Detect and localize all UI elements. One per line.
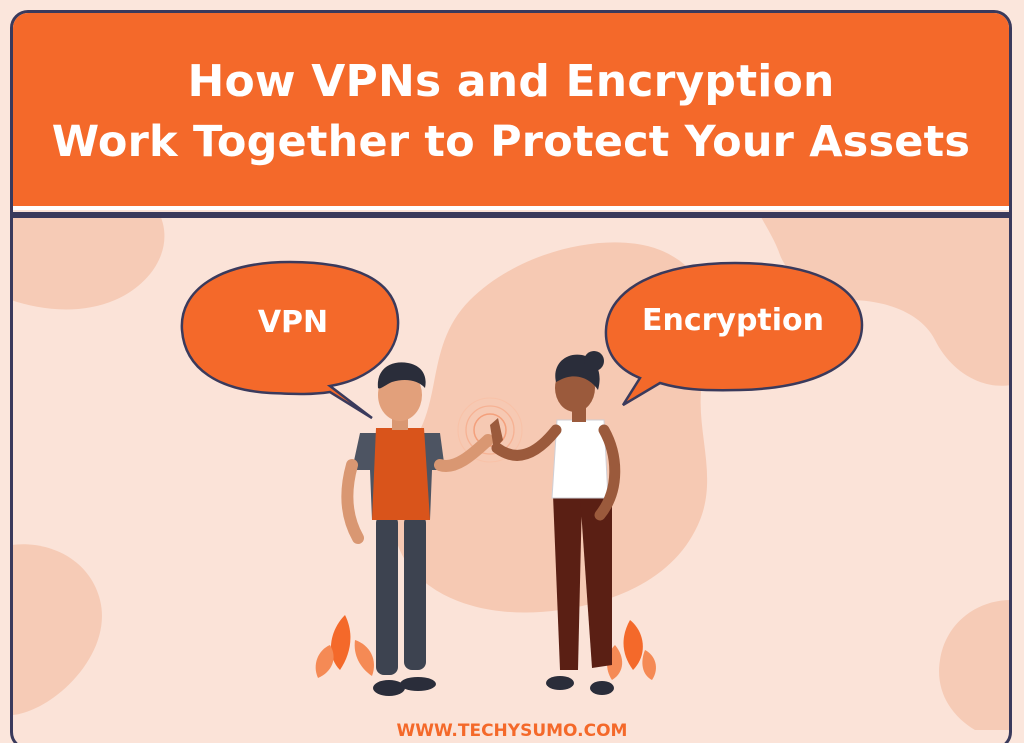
leaf-plant-right-icon — [607, 620, 656, 680]
title-banner: How VPNs and Encryption Work Together to… — [13, 13, 1009, 206]
background-blob-right-top — [760, 215, 1011, 386]
vpn-bubble-label: VPN — [257, 305, 329, 340]
high-five-ripple-icon — [457, 397, 523, 463]
title-separator — [13, 212, 1009, 218]
vpn-speech-bubble — [180, 260, 400, 420]
background-blob-right-bottom — [939, 600, 1011, 730]
background-blob-left-bottom — [11, 544, 102, 715]
encryption-bubble-label: Encryption — [641, 303, 825, 338]
woman-figure-icon — [490, 351, 621, 695]
encryption-speech-bubble — [604, 261, 864, 407]
content-frame: How VPNs and Encryption Work Together to… — [10, 10, 1012, 743]
page-title-line-1: How VPNs and Encryption — [187, 55, 835, 107]
title-separator-white — [13, 206, 1009, 210]
page-title-line-2: Work Together to Protect Your Assets — [51, 116, 971, 167]
background-blob-left — [11, 215, 165, 310]
man-figure-icon — [341, 362, 494, 696]
leaf-plant-left-icon — [315, 615, 375, 678]
footer-website-url: WWW.TECHYSUMO.COM — [395, 720, 629, 743]
